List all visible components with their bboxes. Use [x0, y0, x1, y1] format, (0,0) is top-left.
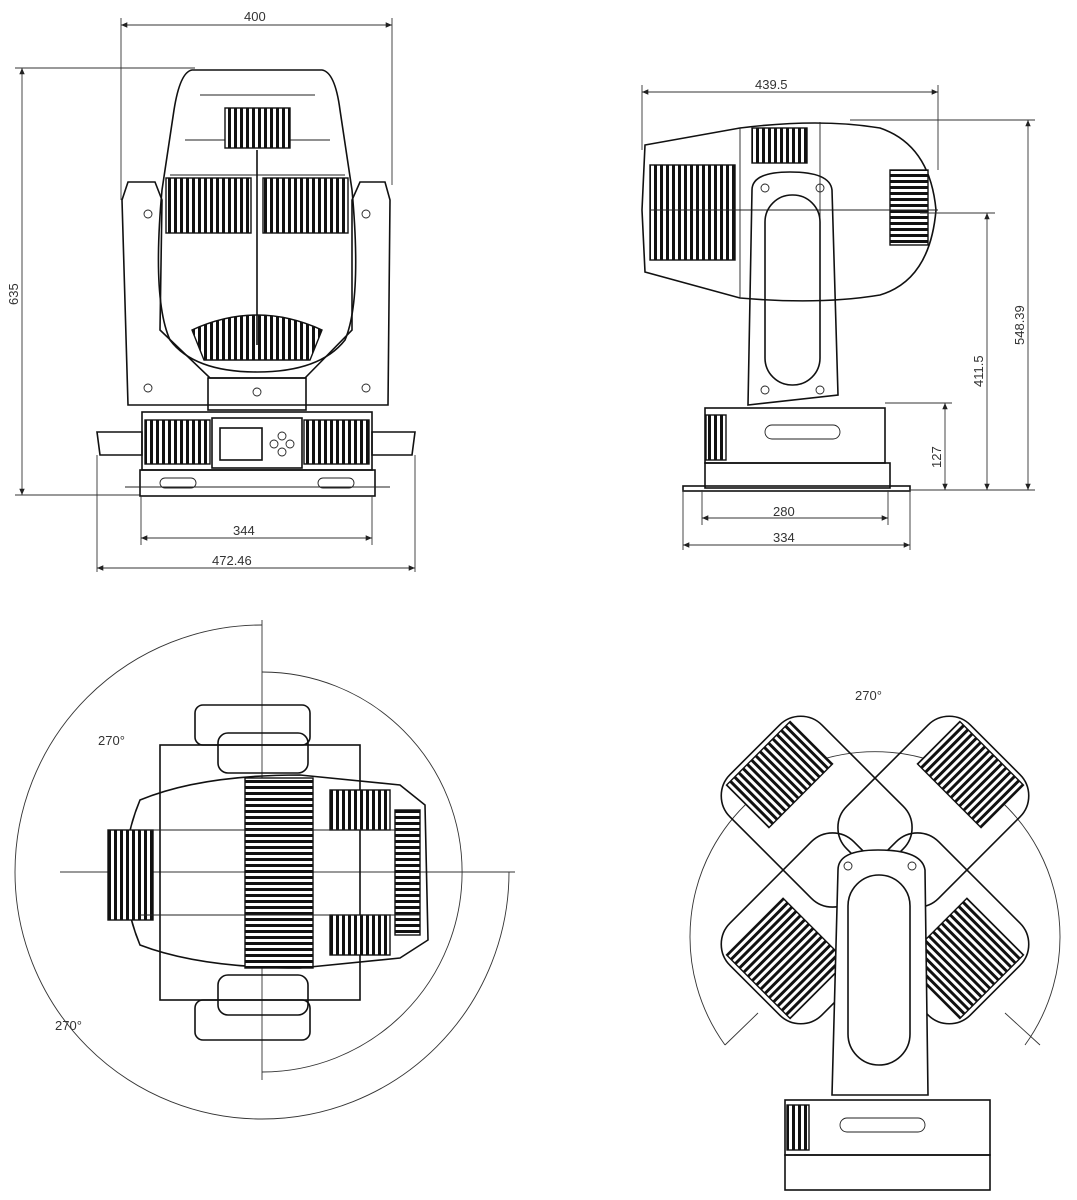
control-buttons: [269, 431, 295, 457]
display-screen: [219, 427, 263, 461]
pan-angle-label-1: 270°: [98, 733, 125, 748]
tilt-angle-label: 270°: [855, 688, 882, 703]
pan-angle-label-2: 270°: [55, 1018, 82, 1033]
dim-plate-width: 334: [773, 530, 795, 545]
side-view: 439.5 548.39 411.5 127 280 334: [641, 77, 1035, 550]
dim-base-width: 344: [233, 523, 255, 538]
tilt-view: 270°: [689, 688, 1061, 1191]
dim-total-height: 548.39: [1012, 305, 1027, 345]
dim-front-height: 635: [6, 283, 21, 305]
top-view: 270° 270°: [14, 620, 515, 1120]
dim-side-length: 439.5: [755, 77, 788, 92]
dim-axis-height: 411.5: [971, 355, 986, 387]
front-view: 400 635: [6, 9, 416, 572]
dim-total-width: 472.46: [212, 553, 252, 568]
dim-front-width: 400: [244, 9, 266, 24]
dim-base-height: 127: [929, 446, 944, 468]
dim-side-base-width: 280: [773, 504, 795, 519]
